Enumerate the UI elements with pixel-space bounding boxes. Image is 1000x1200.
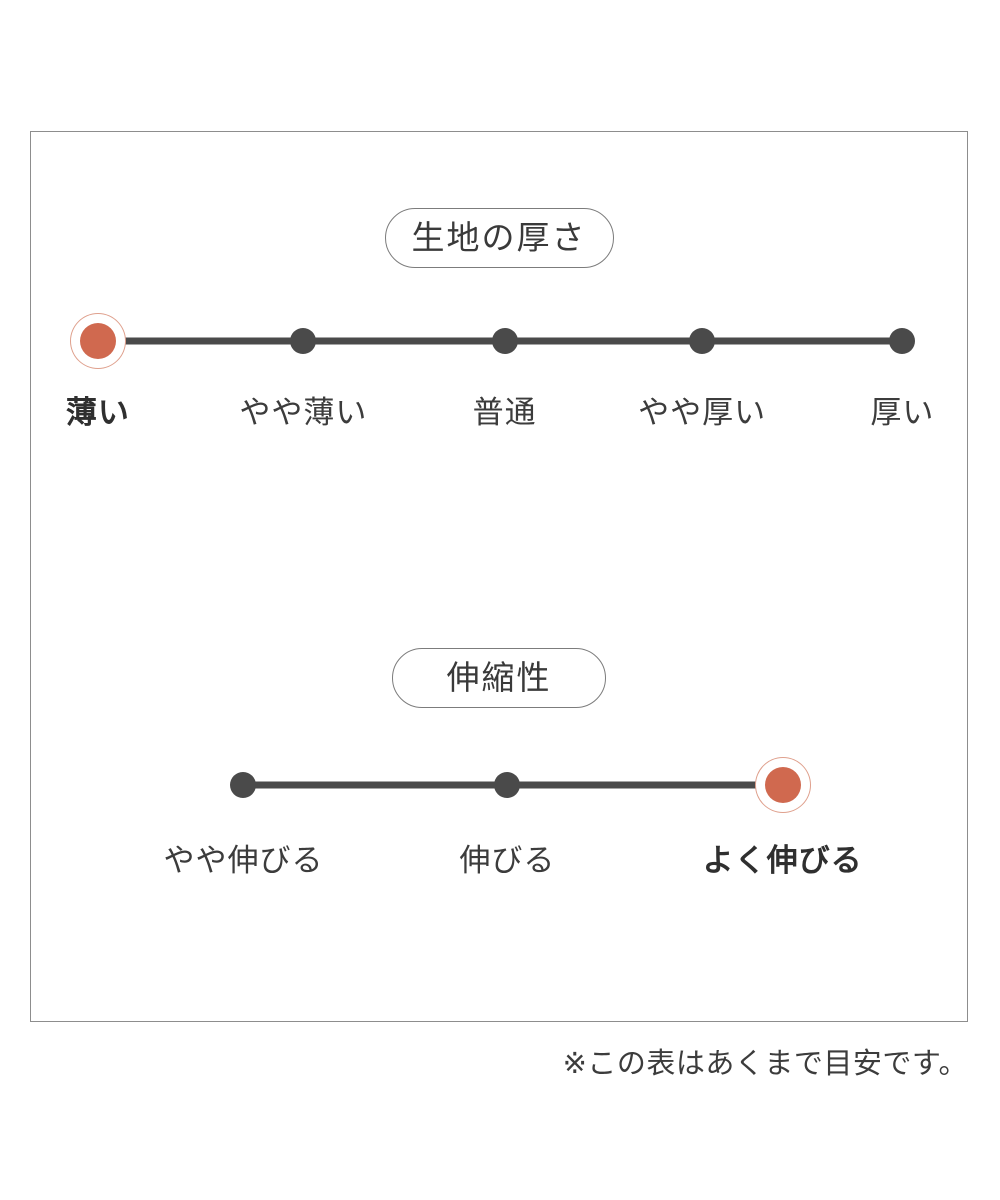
- scale-labels-fabric-thickness: 薄い やや薄い 普通 やや厚い 厚い: [31, 391, 967, 439]
- scale-label-usui: 薄い: [65, 395, 130, 431]
- scale-label-nobiru: 伸びる: [459, 843, 556, 879]
- scale-label-futsuu: 普通: [472, 395, 537, 431]
- heading-row-elasticity: 伸縮性: [31, 648, 967, 708]
- heading-pill-elasticity: 伸縮性: [392, 648, 606, 708]
- spec-panel: 生地の厚さ 薄い やや薄い 普通 やや厚い 厚い 伸縮性: [30, 131, 968, 1022]
- footnote-disclaimer: ※この表はあくまで目安です。: [562, 1046, 968, 1080]
- scale-node-futsuu[interactable]: [491, 328, 518, 354]
- section-fabric-thickness: 生地の厚さ 薄い やや薄い 普通 やや厚い 厚い: [31, 208, 967, 439]
- section-elasticity: 伸縮性 やや伸びる 伸びる よく伸びる: [31, 648, 967, 887]
- heading-row-fabric-thickness: 生地の厚さ: [31, 208, 967, 268]
- scale-node-usui[interactable]: [79, 323, 116, 359]
- scale-label-atsui: 厚い: [870, 395, 935, 431]
- scale-label-yoku-nobiru: よく伸びる: [702, 843, 863, 879]
- scale-label-yaya-usui: やや薄い: [239, 395, 368, 431]
- heading-pill-fabric-thickness: 生地の厚さ: [384, 208, 614, 268]
- scale-node-yaya-atsui[interactable]: [689, 328, 716, 354]
- scale-node-nobiru[interactable]: [494, 772, 521, 798]
- scale-node-yaya-nobiru[interactable]: [230, 772, 257, 798]
- scale-elasticity: [31, 763, 967, 807]
- scale-node-yaya-usui[interactable]: [290, 328, 317, 354]
- scale-label-yaya-atsui: やや厚い: [638, 395, 767, 431]
- scale-labels-elasticity: やや伸びる 伸びる よく伸びる: [31, 839, 967, 887]
- scale-fabric-thickness: [31, 319, 967, 363]
- scale-node-yoku-nobiru[interactable]: [764, 767, 801, 803]
- scale-node-atsui[interactable]: [889, 328, 916, 354]
- scale-label-yaya-nobiru: やや伸びる: [163, 843, 324, 879]
